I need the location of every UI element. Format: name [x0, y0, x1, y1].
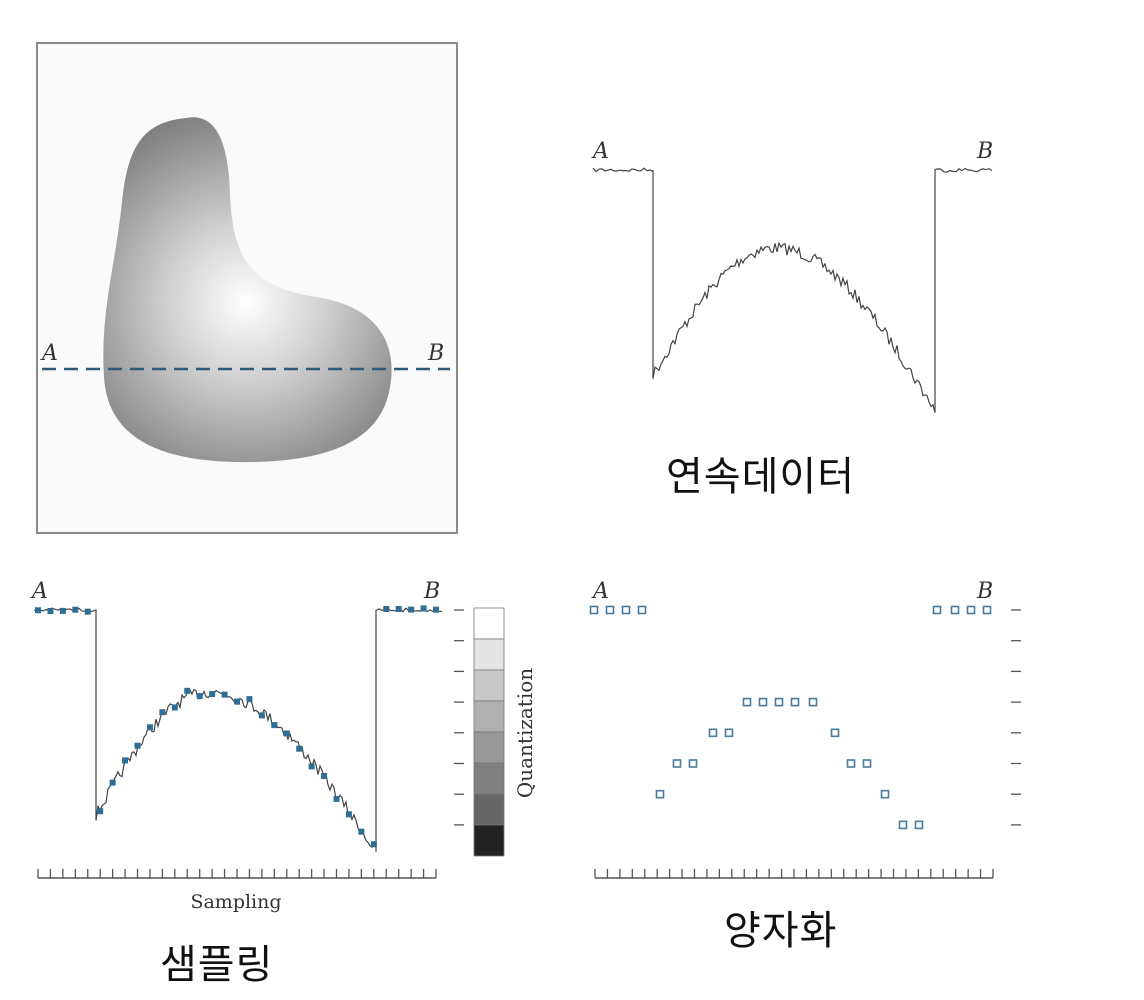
- sampling-axis: [594, 869, 994, 879]
- label-b: B: [427, 341, 444, 366]
- sample-point: [258, 712, 265, 719]
- sample-markers: [35, 605, 439, 848]
- quantized-point: [846, 759, 856, 768]
- quantized-point: [605, 605, 615, 615]
- quantization-level-ticks: [454, 609, 464, 826]
- quantization-axis-label: Quantization: [513, 668, 537, 798]
- sample-point: [122, 757, 129, 764]
- sample-point: [59, 607, 66, 614]
- quantized-point: [914, 820, 924, 830]
- sample-point: [184, 687, 191, 694]
- sample-point: [209, 691, 216, 698]
- quantized-point: [688, 759, 698, 768]
- gray-level-swatch: [473, 700, 505, 733]
- sample-point: [84, 608, 91, 615]
- quantized-plot: A B: [589, 579, 1021, 879]
- quantized-point: [742, 697, 752, 707]
- quantized-caption: 양자화: [724, 908, 838, 954]
- sample-point: [35, 607, 41, 614]
- sample-point: [408, 606, 415, 613]
- sample-point: [283, 730, 290, 737]
- label-a: A: [30, 579, 48, 604]
- quantized-point: [808, 697, 818, 707]
- quantized-point: [966, 605, 976, 615]
- quantized-point: [708, 728, 718, 738]
- quantized-point: [589, 605, 599, 615]
- quantized-point: [898, 820, 908, 830]
- quantized-sample-markers: [589, 605, 992, 830]
- intensity-profile-line: [592, 167, 993, 413]
- label-a: A: [591, 139, 609, 164]
- sample-point: [383, 606, 390, 613]
- sample-point: [271, 722, 278, 729]
- quantized-point: [830, 728, 840, 738]
- quantized-point: [774, 697, 784, 707]
- sample-point: [345, 811, 352, 818]
- quantized-point: [982, 605, 992, 615]
- quantized-point: [637, 605, 647, 615]
- gray-level-swatch: [473, 793, 505, 826]
- sample-point: [72, 606, 79, 613]
- sample-point: [234, 698, 240, 705]
- sampled-profile-line: [33, 607, 443, 852]
- sample-point: [97, 808, 104, 815]
- sample-point: [171, 704, 178, 711]
- sample-point: [420, 605, 427, 612]
- original-image: A B: [36, 42, 458, 534]
- gray-blob: [103, 117, 392, 463]
- gray-level-swatch: [473, 824, 505, 857]
- quantized-point: [724, 728, 734, 738]
- continuous-profile-plot: A B: [591, 139, 993, 413]
- sample-point: [109, 779, 116, 786]
- sampling-plot: A B Sampling Quantization: [30, 579, 537, 913]
- gray-level-swatch: [473, 731, 505, 764]
- sample-point: [159, 709, 166, 716]
- label-b: B: [976, 579, 993, 604]
- gray-level-swatch: [473, 638, 505, 671]
- quantized-point: [672, 759, 682, 768]
- sample-point: [358, 828, 365, 835]
- sample-point: [146, 724, 153, 731]
- sampling-axis: [37, 869, 437, 879]
- sample-point: [321, 773, 328, 780]
- sampling-caption: 샘플링: [160, 942, 274, 988]
- original-image-panel: A B: [36, 42, 458, 534]
- quantization-level-ticks: [1011, 609, 1021, 826]
- gray-scale-bar: [473, 607, 505, 857]
- sample-point: [395, 605, 402, 612]
- sample-point: [308, 763, 315, 770]
- sample-point: [134, 742, 141, 749]
- sampling-panel: A B Sampling Quantization: [28, 570, 548, 920]
- sample-point: [196, 693, 203, 700]
- sample-point: [246, 696, 253, 703]
- sample-point: [47, 608, 54, 615]
- quantized-point: [758, 697, 768, 707]
- quantized-point: [655, 789, 665, 799]
- label-b: B: [976, 139, 993, 164]
- sample-point: [221, 691, 228, 698]
- gray-level-swatch: [473, 607, 505, 640]
- quantized-point: [790, 697, 800, 707]
- label-b: B: [423, 579, 440, 604]
- sample-point: [296, 745, 303, 752]
- quantized-point: [932, 605, 942, 615]
- sample-point: [433, 606, 439, 613]
- quantized-point: [621, 605, 631, 615]
- gray-level-swatch: [473, 669, 505, 702]
- quantized-point: [862, 759, 872, 768]
- quantized-point: [950, 605, 960, 615]
- sampling-axis-label: Sampling: [190, 891, 281, 913]
- sample-point: [333, 795, 340, 802]
- continuous-profile-panel: A B: [585, 130, 1005, 430]
- label-a: A: [40, 341, 58, 366]
- label-a: A: [591, 579, 609, 604]
- gray-level-swatch: [473, 762, 505, 795]
- sample-point: [370, 841, 377, 848]
- quantized-panel: A B: [585, 570, 1025, 890]
- quantized-point: [880, 789, 890, 799]
- continuous-caption: 연속데이터: [666, 454, 855, 500]
